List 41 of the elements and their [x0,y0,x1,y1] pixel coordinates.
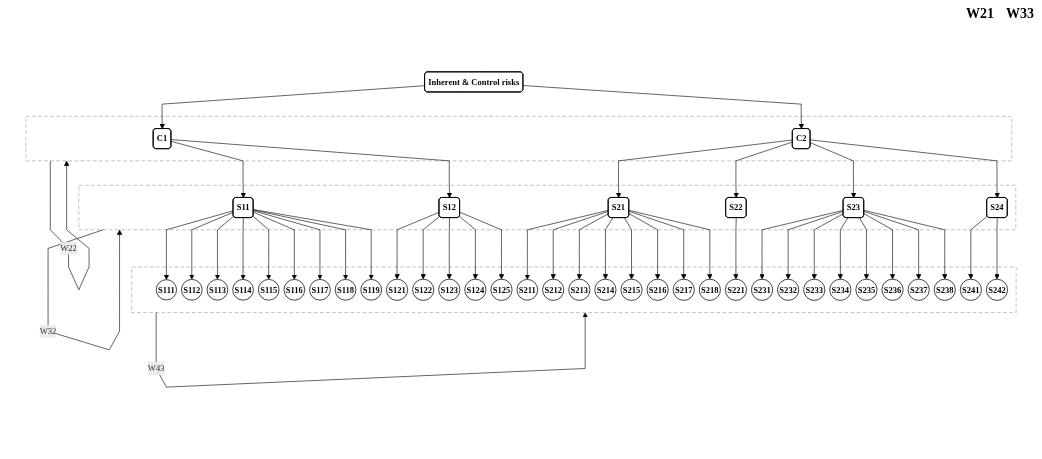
node-circle: S112 [181,279,203,301]
node-circle: S217 [672,278,695,301]
weight-label: W33 [1006,6,1034,22]
node-circle: S238 [933,278,956,301]
edge-label: W43 [147,363,165,374]
cluster [78,184,1017,231]
node-circle: S111 [155,279,177,301]
node-circle: S215 [620,278,643,301]
node-circle: S117 [309,279,331,301]
node-circle: S118 [334,279,357,301]
node-circle: S233 [803,278,826,301]
node-circle: S237 [907,278,930,301]
node-circle: S114 [232,279,254,301]
node-circle: S122 [412,278,435,301]
node-circle: S123 [438,278,461,301]
node-circle: S113 [206,279,229,301]
node-circle: S242 [986,278,1008,301]
node-circle: S116 [283,279,306,301]
node-circle: S235 [855,278,878,301]
node-circle: S119 [360,279,382,301]
edge-label: W22 [60,243,77,253]
node-circle: S214 [594,278,617,301]
node-circle: S212 [542,278,565,301]
node-circle: S221 [724,278,747,301]
node-circle: S236 [881,278,904,301]
node-circle: S213 [568,278,591,301]
cluster [131,266,1017,313]
node-circle: S124 [464,278,487,301]
node-circle: S216 [646,278,669,301]
node-circle: S125 [490,278,513,301]
node-circle: S121 [386,278,409,301]
weight-label: W21 [966,6,994,22]
node-circle: S218 [698,278,721,301]
node-circle: S241 [959,278,982,301]
node-circle: S211 [516,279,539,301]
node-circle: S232 [777,278,800,301]
edge-label: W32 [39,326,57,336]
node-circle: S115 [257,279,280,301]
node-circle: S234 [829,278,852,301]
cluster [25,116,1013,162]
node-circle: S231 [751,278,773,301]
